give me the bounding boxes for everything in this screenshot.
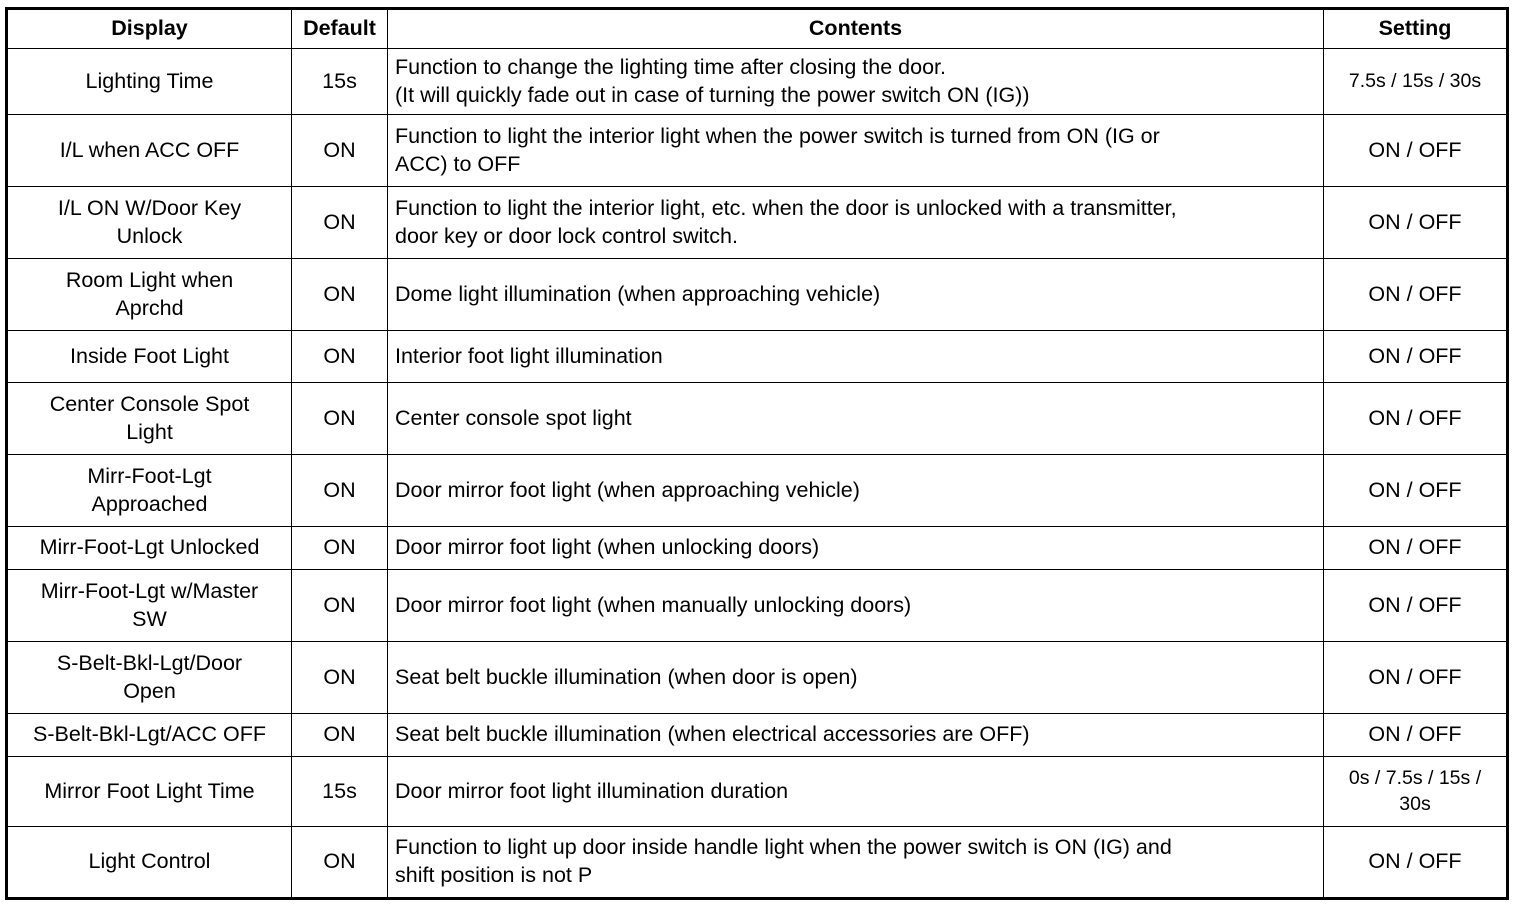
setting-line: 0s / 7.5s / 15s / <box>1348 767 1482 790</box>
cell-display: Inside Foot Light <box>6 330 292 383</box>
cell-contents: Door mirror foot light illumination dura… <box>387 756 1324 827</box>
cell-setting: ON / OFF <box>1323 114 1508 187</box>
contents-line: Function to light the interior light whe… <box>395 123 1160 148</box>
cell-display: Mirr-Foot-Lgt w/Master SW <box>6 569 292 642</box>
cell-contents: Interior foot light illumination <box>387 330 1324 383</box>
cell-display: Center Console Spot Light <box>6 382 292 455</box>
cell-contents: Door mirror foot light (when approaching… <box>387 454 1324 527</box>
table-row: S-Belt-Bkl-Lgt/ACC OFF ON Seat belt buck… <box>6 713 1508 757</box>
cell-display: Room Light when Aprchd <box>6 258 292 331</box>
cell-display: S-Belt-Bkl-Lgt/ACC OFF <box>6 713 292 757</box>
cell-default: 15s <box>291 48 388 115</box>
cell-setting: ON / OFF <box>1323 713 1508 757</box>
display-line: Approached <box>91 491 208 516</box>
cell-setting: ON / OFF <box>1323 258 1508 331</box>
cell-default: 15s <box>291 756 388 827</box>
cell-display: Mirr-Foot-Lgt Unlocked <box>6 526 292 570</box>
cell-default: ON <box>291 330 388 383</box>
table-row: Light Control ON Function to light up do… <box>6 826 1508 899</box>
cell-setting: ON / OFF <box>1323 826 1508 899</box>
cell-default: ON <box>291 826 388 899</box>
table-row: Mirror Foot Light Time 15s Door mirror f… <box>6 756 1508 827</box>
contents-line: ACC) to OFF <box>395 151 521 176</box>
cell-default: ON <box>291 569 388 642</box>
display-line: SW <box>132 606 167 631</box>
column-header-setting: Setting <box>1323 8 1508 49</box>
contents-line: Function to change the lighting time aft… <box>395 54 946 79</box>
header-row: Display Default Contents Setting <box>6 8 1508 49</box>
display-line: I/L ON W/Door Key <box>57 195 242 220</box>
cell-default: ON <box>291 454 388 527</box>
settings-spec-table: Display Default Contents Setting Lightin… <box>5 7 1509 900</box>
cell-setting: ON / OFF <box>1323 330 1508 383</box>
cell-default: ON <box>291 641 388 714</box>
cell-contents: Center console spot light <box>387 382 1324 455</box>
cell-setting: ON / OFF <box>1323 526 1508 570</box>
cell-contents: Dome light illumination (when approachin… <box>387 258 1324 331</box>
display-line: Mirr-Foot-Lgt <box>87 463 212 488</box>
column-header-contents: Contents <box>387 8 1324 49</box>
cell-contents: Function to light the interior light whe… <box>387 114 1324 187</box>
cell-display: S-Belt-Bkl-Lgt/Door Open <box>6 641 292 714</box>
cell-default: ON <box>291 186 388 259</box>
cell-contents: Function to light up door inside handle … <box>387 826 1324 899</box>
cell-default: ON <box>291 526 388 570</box>
table-row: Lighting Time 15s Function to change the… <box>6 48 1508 115</box>
display-line: Aprchd <box>115 295 184 320</box>
cell-setting: ON / OFF <box>1323 186 1508 259</box>
table-header: Display Default Contents Setting <box>6 8 1508 49</box>
cell-display: I/L ON W/Door Key Unlock <box>6 186 292 259</box>
cell-display: I/L when ACC OFF <box>6 114 292 187</box>
cell-default: ON <box>291 382 388 455</box>
display-line: Light <box>126 419 173 444</box>
contents-line: shift position is not P <box>395 863 593 887</box>
cell-display: Lighting Time <box>6 48 292 115</box>
cell-setting: ON / OFF <box>1323 641 1508 714</box>
cell-display: Mirror Foot Light Time <box>6 756 292 827</box>
cell-setting: 7.5s / 15s / 30s <box>1323 48 1508 115</box>
display-line: S-Belt-Bkl-Lgt/Door <box>56 650 243 675</box>
display-line: Room Light when <box>65 267 234 292</box>
column-header-default: Default <box>291 8 388 49</box>
cell-setting: 0s / 7.5s / 15s / 30s <box>1323 756 1508 827</box>
display-line: Center Console Spot <box>49 391 250 416</box>
contents-line: Function to light the interior light, et… <box>395 195 1177 220</box>
table-row: Inside Foot Light ON Interior foot light… <box>6 330 1508 383</box>
table-row: Mirr-Foot-Lgt Approached ON Door mirror … <box>6 454 1508 527</box>
column-header-display: Display <box>6 8 292 49</box>
cell-default: ON <box>291 114 388 187</box>
contents-line: (It will quickly fade out in case of tur… <box>395 82 1030 107</box>
table-row: Mirr-Foot-Lgt w/Master SW ON Door mirror… <box>6 569 1508 642</box>
display-line: Mirr-Foot-Lgt w/Master <box>40 578 259 603</box>
table-row: S-Belt-Bkl-Lgt/Door Open ON Seat belt bu… <box>6 641 1508 714</box>
cell-display: Mirr-Foot-Lgt Approached <box>6 454 292 527</box>
table-row: Mirr-Foot-Lgt Unlocked ON Door mirror fo… <box>6 526 1508 570</box>
setting-line: 30s <box>1399 792 1431 815</box>
cell-default: ON <box>291 258 388 331</box>
display-line: Open <box>123 678 176 703</box>
display-line: Unlock <box>116 223 183 248</box>
cell-contents: Door mirror foot light (when manually un… <box>387 569 1324 642</box>
cell-default: ON <box>291 713 388 757</box>
contents-line: door key or door lock control switch. <box>395 223 738 248</box>
cell-contents: Seat belt buckle illumination (when door… <box>387 641 1324 714</box>
cell-display: Light Control <box>6 826 292 899</box>
table-row: Center Console Spot Light ON Center cons… <box>6 382 1508 455</box>
table-row: I/L when ACC OFF ON Function to light th… <box>6 114 1508 187</box>
cell-setting: ON / OFF <box>1323 569 1508 642</box>
cell-contents: Function to light the interior light, et… <box>387 186 1324 259</box>
table-row: Room Light when Aprchd ON Dome light ill… <box>6 258 1508 331</box>
cell-setting: ON / OFF <box>1323 382 1508 455</box>
cell-contents: Door mirror foot light (when unlocking d… <box>387 526 1324 570</box>
cell-setting: ON / OFF <box>1323 454 1508 527</box>
cell-contents: Function to change the lighting time aft… <box>387 48 1324 115</box>
cell-contents: Seat belt buckle illumination (when elec… <box>387 713 1324 757</box>
table-body: Lighting Time 15s Function to change the… <box>6 48 1508 899</box>
table-row: I/L ON W/Door Key Unlock ON Function to … <box>6 186 1508 259</box>
contents-line: Function to light up door inside handle … <box>395 835 1172 860</box>
